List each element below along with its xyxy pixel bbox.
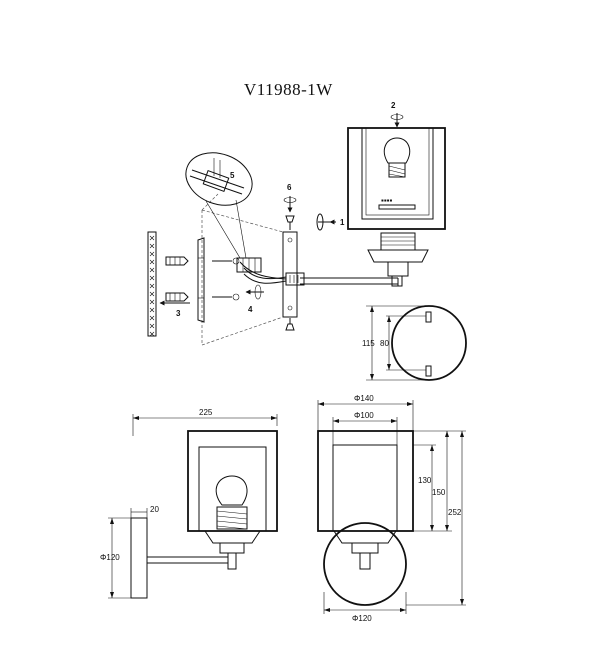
dim-phi120-front: Φ120 [352,614,372,623]
dim-phi120-side: Φ120 [100,553,120,562]
shade-assembly-view: 2 ▪▪▪▪ [347,101,446,230]
step-1-label: 1 [340,218,345,227]
mounting-bracket: 3 4 [159,237,264,323]
dim-225: 225 [199,408,213,417]
step-4-label: 4 [248,305,253,314]
step-5-label: 5 [230,171,235,180]
dim-80: 80 [380,339,389,348]
dim-130: 130 [418,476,432,485]
dim-phi100: Φ100 [354,411,374,420]
dim-150: 150 [432,488,446,497]
terminal-detail-zoom: 5 [185,152,253,259]
svg-text:▪▪▪▪: ▪▪▪▪ [381,196,393,205]
side-view: 225 Φ120 20 [100,408,278,599]
step-3-label: 3 [176,309,181,318]
step-2-label: 2 [391,101,396,110]
step-6-label: 6 [287,183,292,192]
front-view: Φ140 Φ100 Φ120 130 150 [317,394,466,623]
wall-section [147,231,157,337]
model-title: V11988-1W [244,80,333,99]
dim-20: 20 [150,505,159,514]
socket-assembly: 1 [285,213,429,287]
dim-252: 252 [448,508,462,517]
dim-phi140: Φ140 [354,394,374,403]
dim-115: 115 [362,339,375,348]
backplate: 6 [282,183,298,331]
wiring [236,257,287,284]
mounting-outline [201,193,284,346]
backplate-front-view: 115 80 [362,305,467,381]
